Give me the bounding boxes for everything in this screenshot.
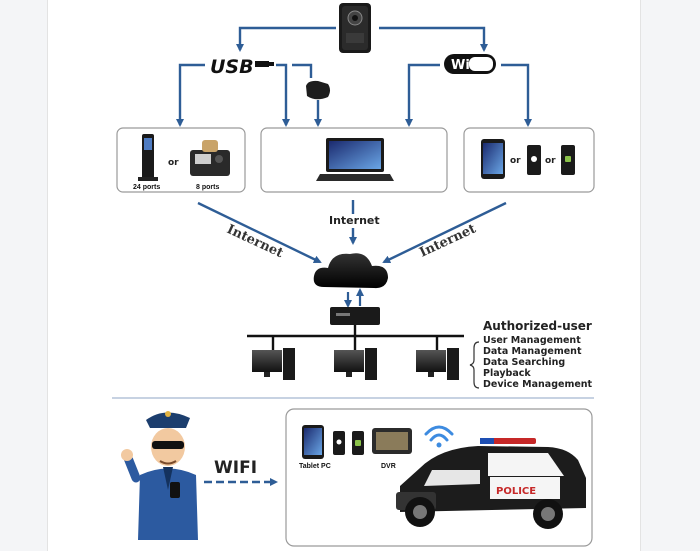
internet-arrows bbox=[197, 200, 507, 264]
port-label-8: 8 ports bbox=[196, 184, 219, 191]
usb-logo-icon: USB bbox=[210, 56, 274, 78]
workstation-icon bbox=[416, 348, 459, 380]
or-label-1: or bbox=[168, 158, 179, 168]
wifi-transfer-label: WIFI bbox=[214, 458, 257, 478]
cloud-icon bbox=[313, 253, 388, 308]
auth-item: Device Management bbox=[483, 379, 593, 390]
workstation-icon bbox=[334, 348, 377, 380]
android-phone-icon bbox=[561, 145, 575, 175]
usb-label: USB bbox=[210, 56, 254, 78]
tablet-pc-label: Tablet PC bbox=[299, 463, 331, 470]
or-label-2: or bbox=[510, 156, 521, 166]
body-camera-icon bbox=[339, 3, 371, 53]
police-officer-icon bbox=[121, 411, 198, 540]
box-vehicle-devices: Tablet PC DVR POLICE bbox=[285, 408, 593, 547]
apple-phone-icon bbox=[527, 145, 541, 175]
police-car-icon: POLICE bbox=[396, 438, 586, 529]
kiosk-icon bbox=[138, 134, 158, 181]
or-label-3: or bbox=[545, 156, 556, 166]
network-bus bbox=[247, 325, 464, 350]
auth-item: Data Management bbox=[483, 346, 582, 357]
authorized-user-title: Authorized-user bbox=[483, 319, 592, 333]
box-docking-station: or 24 ports 8 ports bbox=[116, 127, 246, 193]
wifi-label: Wi Fi bbox=[451, 58, 488, 73]
port-label-24: 24 ports bbox=[133, 184, 160, 191]
auth-item: User Management bbox=[483, 335, 581, 346]
dvr-label: DVR bbox=[381, 463, 396, 470]
internet-label-center: Internet bbox=[329, 214, 380, 227]
tablet-icon bbox=[481, 139, 505, 179]
auth-item: Data Searching bbox=[483, 357, 565, 368]
android-phone-icon bbox=[352, 431, 364, 455]
server-icon bbox=[330, 307, 380, 325]
dock-station-icon bbox=[190, 140, 230, 176]
box-laptop bbox=[260, 127, 448, 193]
diagram-svg: USB Wi Fi or 24 ports 8 ports bbox=[112, 3, 595, 547]
dvr-icon bbox=[372, 428, 412, 454]
workstation-icon bbox=[252, 348, 295, 380]
auth-item: Playback bbox=[483, 368, 531, 379]
tablet-icon bbox=[302, 425, 324, 459]
top-arrows bbox=[176, 26, 532, 127]
laptop-icon bbox=[316, 138, 394, 181]
wifi-signal-icon bbox=[424, 425, 454, 448]
police-text: POLICE bbox=[496, 486, 536, 497]
diagram-canvas: USB Wi Fi or 24 ports 8 ports bbox=[47, 0, 641, 551]
box-mobile-devices: or or bbox=[463, 127, 595, 193]
apple-phone-icon bbox=[333, 431, 345, 455]
wifi-logo-icon: Wi Fi bbox=[444, 54, 496, 74]
dock-icon bbox=[306, 80, 330, 100]
brace bbox=[469, 341, 480, 389]
